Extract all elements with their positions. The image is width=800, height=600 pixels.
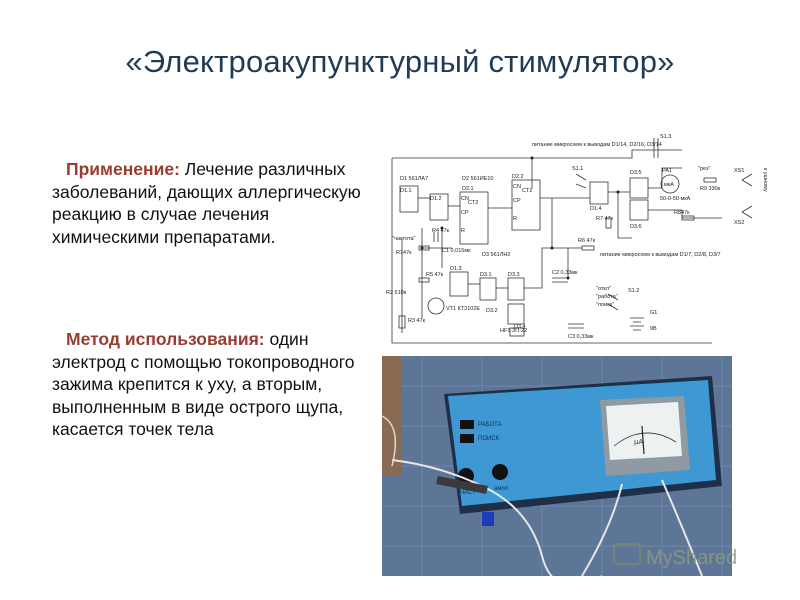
usage-lead: Метод использования: [66,329,265,349]
label-r-a: R [461,228,465,234]
label-hf1: HF1 ЗП-22 [500,328,527,334]
label-mka: мкА [664,182,674,188]
watermark-text: MyShared [646,547,737,569]
label-r7: R7 47к [596,216,614,222]
label-g1-v: 9В [650,326,657,332]
application-lead: Применение: [66,159,180,179]
label-d3-5: D3.5 [630,170,642,176]
label-r2: R2 510к [386,290,407,296]
label-d3-6: D3.6 [630,224,642,230]
label-c2: C2 0,33мк [552,270,578,276]
label-d1-3: D1.3 [450,266,462,272]
label-d1: D1 561ЛА7 [400,176,428,182]
label-d3-3: D3.3 [508,272,520,278]
label-r9: R9 330к [700,186,721,192]
label-r-b: R [513,216,517,222]
label-otkl: "откл" [596,286,611,292]
photo-label-rabota: РАБОТА [478,422,502,428]
label-d2-1: D2.1 [462,186,474,192]
label-r8: R847к [674,210,690,216]
label-ct2-a: CT2 [468,200,478,206]
photo-label-mu: μА [634,438,643,446]
label-d3-2: D3.2 [486,308,498,314]
label-d3: D3 561ЛН2 [482,252,510,258]
label-d1-2: D1.2 [430,196,442,202]
label-k-uhu: к ушному [762,168,768,192]
label-cp-a: CP [461,210,469,216]
label-d2-2: D2.2 [512,174,524,180]
label-ct2-b: CT2 [522,188,532,194]
label-cn-b: CN [513,184,521,190]
label-cn-a: CN [461,196,469,202]
label-power-top: питание микросхем к выводам D1/14, D2/16… [532,142,662,148]
label-pa1: PA1 [662,168,672,174]
label-g1: G1 [650,310,657,316]
application-paragraph: Применение: Лечение различных заболевани… [52,158,370,248]
label-cp-b: CP [513,198,521,204]
circuit-schematic: питание микросхем к выводам D1/14, D2/16… [382,128,777,356]
photo-label-poisk: ПОИСК [478,436,500,442]
label-d2: D2 561ИЕ10 [462,176,493,182]
label-c3: C3 0,33мк [568,334,594,340]
label-r147k: R147к [396,250,412,256]
photo-label-chast: ЧАСТ [460,490,476,496]
label-power-bottom: питание микросхем к выводам D1/7, D2/8, … [600,252,721,258]
label-pa1-range: 50-0-50 мкА [660,196,691,202]
label-s1-2: S1.2 [628,288,639,294]
label-poisk: "поиск" [596,302,614,308]
label-d1-4: D1.4 [590,206,602,212]
label-rez: "рез" [698,166,710,172]
label-r5: R5 47к [426,272,444,278]
label-c1: C1 0,015мк [442,248,471,254]
myshared-logo: MyShared [613,543,737,569]
slide-title: «Электроакупунктурный стимулятор» [125,44,675,79]
myshared-watermark: MyShared [612,538,772,572]
usage-paragraph: Метод использования: один электрод с пом… [52,328,370,441]
label-s1-3: S1.3 [660,134,671,140]
label-d1-1: D1.1 [400,188,412,194]
label-xs2: XS2 [734,220,744,226]
label-vt1: VT1 КТ3102Е [446,306,480,312]
label-chastota: "частота" [392,236,416,242]
label-r3: R3 47к [408,318,426,324]
label-r6: R6 47к [578,238,596,244]
application-text: Лечение различных заболеваний, дающих ал… [52,159,361,247]
device-photo: μА РАБОТА ПОИСК ЧАСТ ампл [382,356,732,576]
usage-text: один электрод с помощью токопроводного з… [52,329,355,439]
photo-label-ampl: ампл [494,486,509,492]
label-s1-1: S1.1 [572,166,583,172]
circuit-schematic-drawing: питание микросхем к выводам D1/14, D2/16… [386,134,768,344]
label-xs1: XS1 [734,168,744,174]
label-r4: R4 47к [432,228,450,234]
device-photo-drawing: μА РАБОТА ПОИСК ЧАСТ ампл [382,356,732,576]
label-d3-4: D3.4 [514,324,526,330]
label-d3-1: D3.1 [480,272,492,278]
label-rabota: "работа" [596,294,618,300]
